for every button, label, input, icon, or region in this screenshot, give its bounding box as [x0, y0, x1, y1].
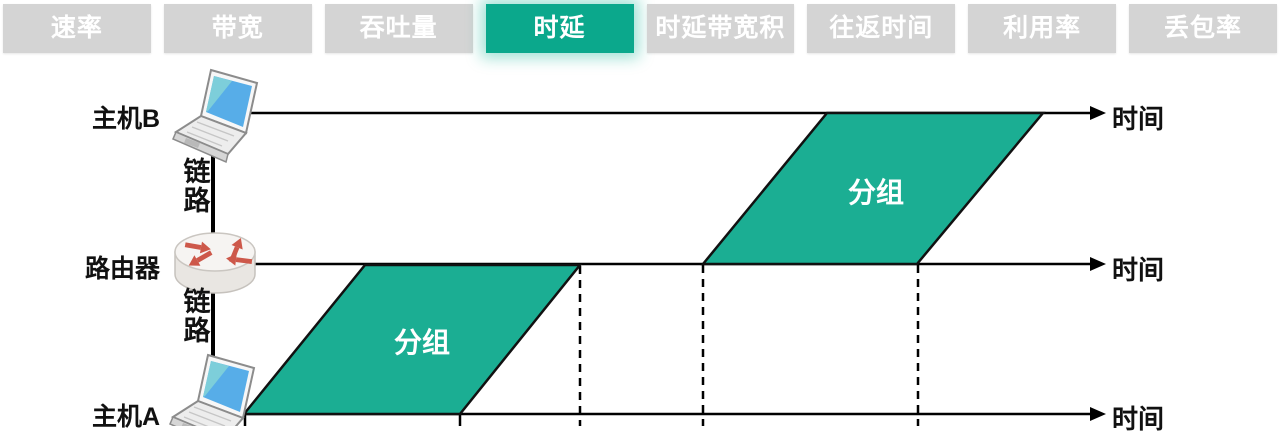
tab-rate[interactable]: 速率	[3, 4, 151, 53]
tab-delay[interactable]: 时延	[485, 4, 634, 53]
arrowhead-host-a	[1090, 407, 1106, 421]
arrowhead-router	[1090, 257, 1106, 271]
dashed-reference-lines	[578, 265, 920, 426]
laptop-icon	[172, 68, 259, 164]
tab-bandwidth-delay-product[interactable]: 时延带宽积	[646, 4, 795, 53]
router-arrows	[184, 237, 253, 266]
tab-packet-loss[interactable]: 丢包率	[1129, 4, 1277, 53]
link-label-lower: 链路	[183, 287, 211, 346]
laptop-icon	[169, 353, 256, 426]
packet-label-upper: 分组	[847, 177, 904, 208]
packet-parallelogram-lower	[241, 263, 583, 416]
router-label: 路由器	[84, 255, 160, 283]
packet-label-lower: 分组	[393, 327, 450, 358]
packet-parallelogram-upper	[700, 111, 1046, 266]
tab-bandwidth[interactable]: 带宽	[163, 4, 312, 53]
tab-round-trip-time[interactable]: 往返时间	[807, 4, 956, 53]
link-label-upper: 链路	[183, 157, 211, 216]
tab-throughput[interactable]: 吞吐量	[324, 4, 473, 53]
time-axis-label-host-a: 时间	[1112, 404, 1165, 434]
diagram-canvas	[169, 68, 1106, 426]
host-a-label: 主机A	[91, 403, 160, 431]
arrowhead-host-b	[1090, 106, 1106, 120]
host-b-label: 主机B	[91, 105, 160, 133]
delay-timing-diagram: 主机B 路由器 主机A 链路 链路 分组 分组 时间 时间 时间	[84, 68, 1165, 434]
time-axis-label-router: 时间	[1112, 255, 1165, 285]
axis-ticks	[243, 414, 462, 426]
time-axis-label-host-b: 时间	[1112, 104, 1165, 134]
router-icon	[174, 232, 256, 294]
metric-tabbar: 速率 带宽 吞吐量 时延 时延带宽积 往返时间 利用率 丢包率	[0, 4, 1280, 53]
tab-utilization[interactable]: 利用率	[968, 4, 1117, 53]
